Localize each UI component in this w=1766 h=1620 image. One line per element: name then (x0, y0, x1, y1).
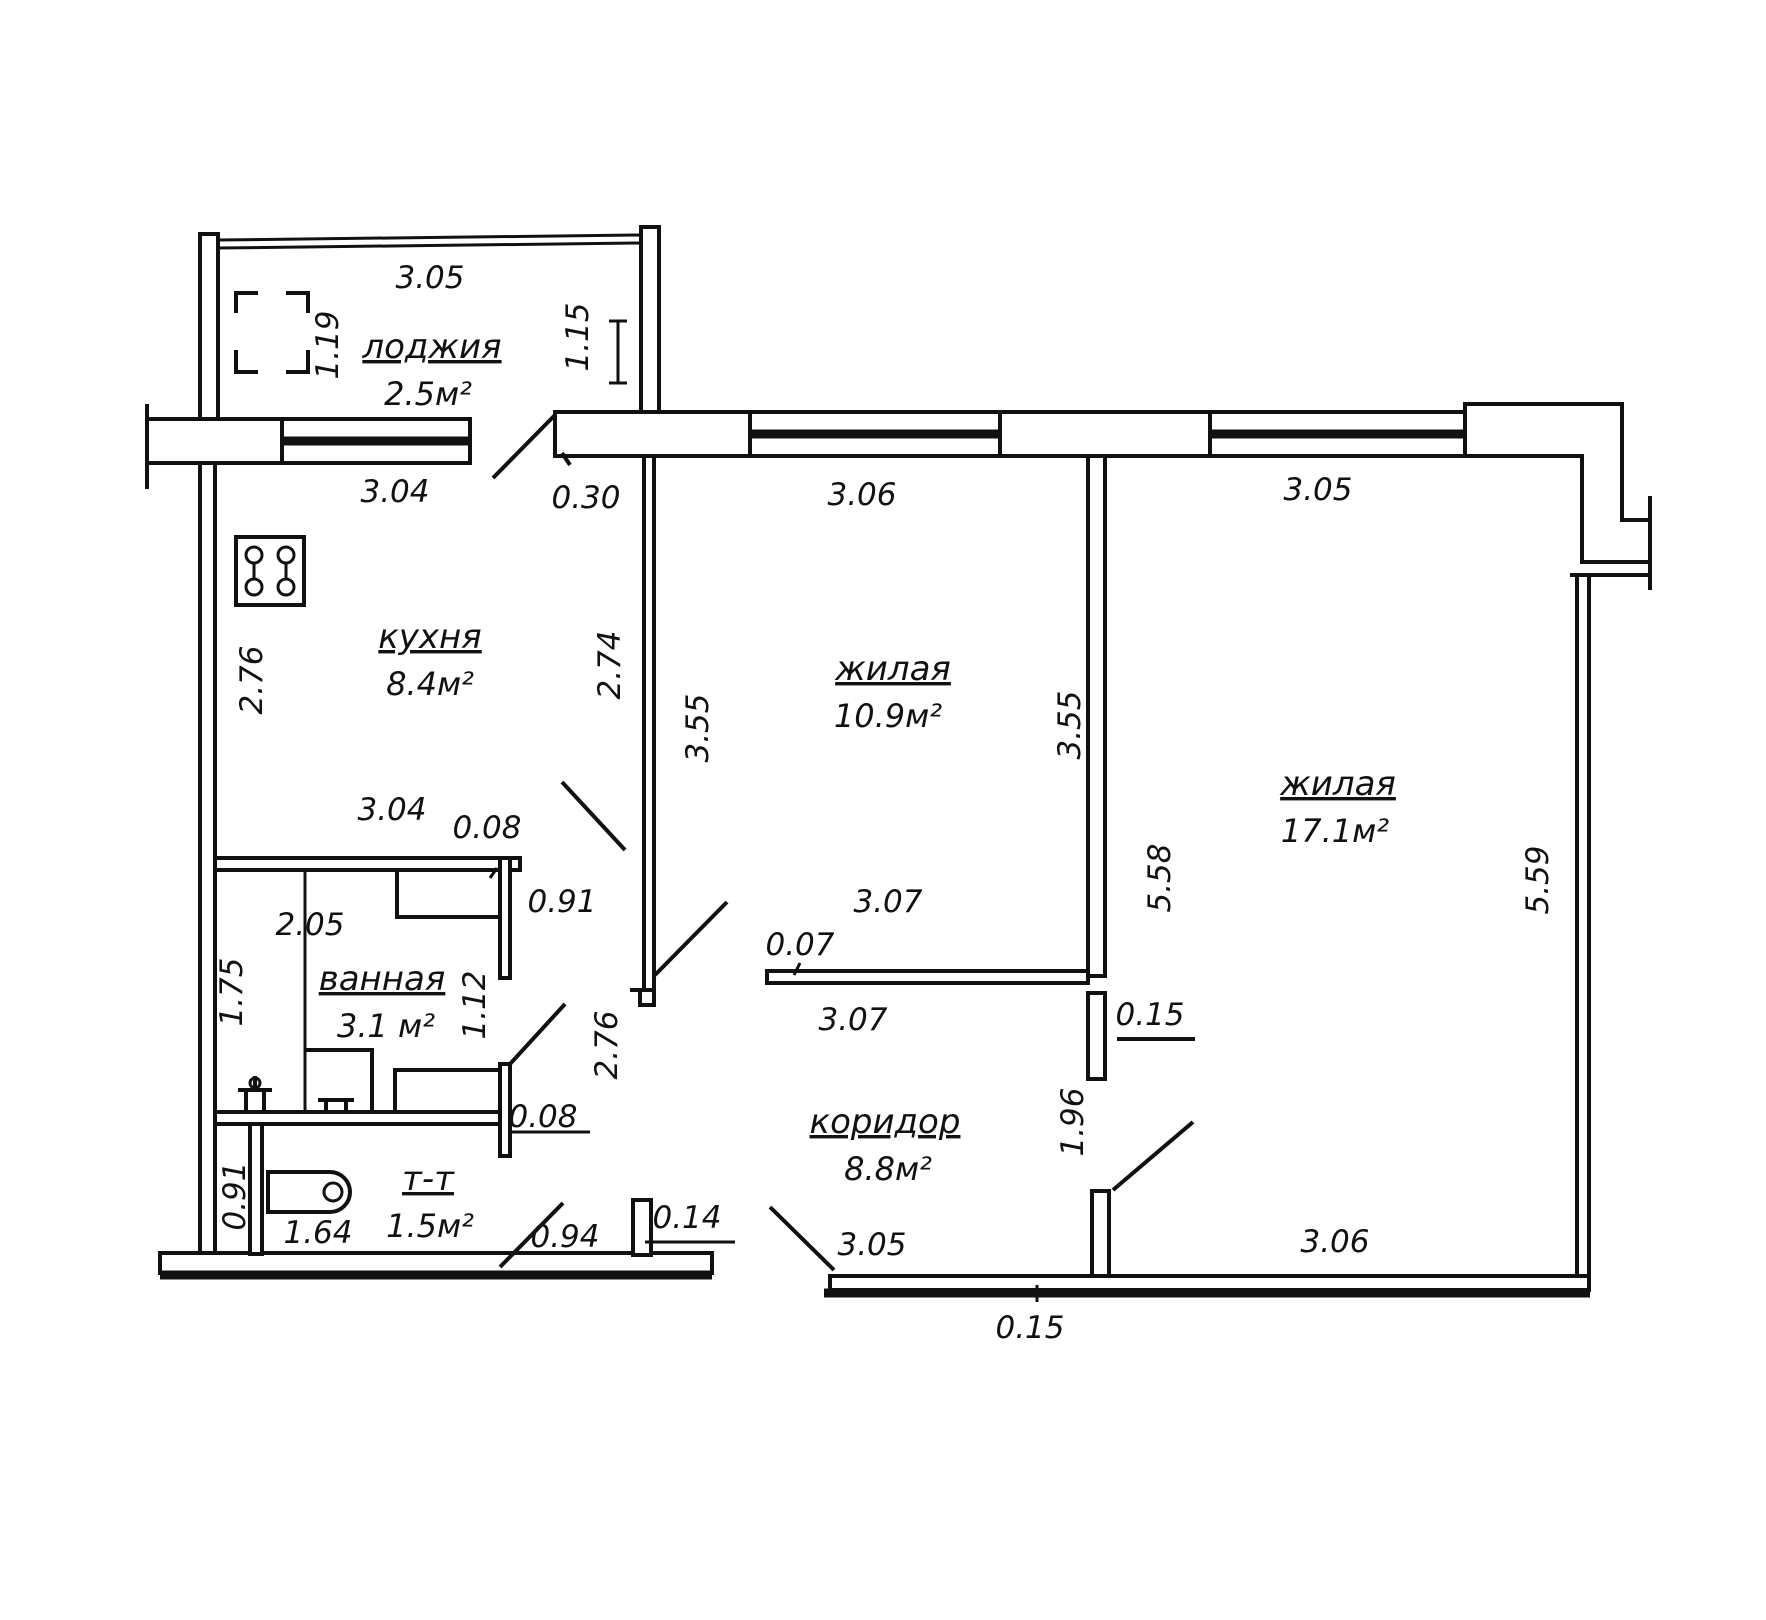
dim-window-gap: 0.30 (551, 480, 620, 516)
dim-living2-top: 3.05 (1283, 472, 1352, 508)
dim-living2-left: 5.58 (1142, 843, 1178, 912)
living-rooms-wall (1086, 454, 1107, 978)
dim-bath-top: 2.05 (275, 907, 344, 943)
dim-corridor-top: 3.07 (818, 1002, 887, 1038)
dim-wall-living2: 0.15 (1115, 997, 1184, 1033)
upper-outer-wall (145, 402, 1652, 590)
kitchen-name: кухня (378, 617, 481, 657)
right-outer-wall (1575, 573, 1591, 1283)
living1-name: жилая (834, 649, 951, 689)
dim-corridor-bottom: 3.05 (837, 1227, 906, 1263)
dim-corridor-wall-gap: 0.07 (765, 927, 834, 963)
dim-corridor-right: 1.96 (1055, 1087, 1091, 1156)
living2-area: 17.1м² (1281, 812, 1389, 850)
dim-kitchen-right: 2.74 (592, 630, 628, 699)
dim-toilet-left: 0.91 (217, 1161, 253, 1230)
living2-lower-wall-segment (1086, 991, 1107, 1081)
living2-name: жилая (1279, 764, 1396, 804)
dim-wall-bath-top: 0.08 (452, 810, 521, 846)
bathroom-area: 3.1 м² (337, 1007, 435, 1045)
dim-wall-bath-bottom: 0.08 (508, 1099, 577, 1135)
loggia-walls (198, 225, 661, 421)
loggia-name: лоджия (361, 327, 501, 367)
dim-living1-top: 3.06 (827, 477, 896, 513)
dim-living1-right: 3.55 (1052, 690, 1088, 759)
dim-toilet-door: 0.94 (530, 1219, 599, 1255)
bottom-right-wall (828, 1274, 1591, 1292)
corridor-living2-divider (1090, 1189, 1111, 1278)
bottom-left-wall (158, 1251, 714, 1275)
dim-kitchen-top: 3.04 (360, 474, 429, 510)
toilet-name: т-т (402, 1159, 455, 1199)
living1-bottom-wall (765, 969, 1090, 985)
stove-icon (234, 535, 306, 607)
dim-bath-right: 1.12 (457, 970, 493, 1039)
living1-area: 10.9м² (834, 697, 942, 735)
dim-bath-door: 0.91 (527, 884, 596, 920)
toilet-area: 1.5м² (386, 1207, 474, 1245)
dim-wall-toilet: 0.14 (652, 1200, 721, 1236)
dim-corridor-left: 2.76 (589, 1010, 625, 1079)
dim-living2-right: 5.59 (1520, 845, 1556, 914)
dim-living1-bottom: 3.07 (853, 884, 922, 920)
bathroom-block (213, 856, 735, 1269)
dim-outer-wall: 0.15 (995, 1310, 1064, 1346)
dim-toilet-bottom: 1.64 (283, 1215, 352, 1251)
kitchen-area: 8.4м² (386, 665, 474, 703)
dim-loggia-depth: 1.19 (310, 310, 346, 379)
loggia-area: 2.5м² (384, 375, 472, 413)
bathroom-name: ванная (319, 959, 446, 999)
dim-kitchen-left: 2.76 (234, 645, 270, 714)
dim-living2-bottom: 3.06 (1300, 1224, 1369, 1260)
dim-kitchen-bottom: 3.04 (357, 792, 426, 828)
dim-living1-left: 3.55 (680, 693, 716, 762)
corridor-name: коридор (810, 1102, 961, 1142)
left-outer-wall (198, 461, 217, 1255)
dim-bath-left: 1.75 (214, 957, 250, 1026)
dim-loggia-top: 3.05 (395, 260, 464, 296)
dim-loggia-right: 1.15 (560, 302, 596, 371)
corridor-area: 8.8м² (844, 1150, 932, 1188)
kitchen-corridor-wall (642, 454, 656, 993)
